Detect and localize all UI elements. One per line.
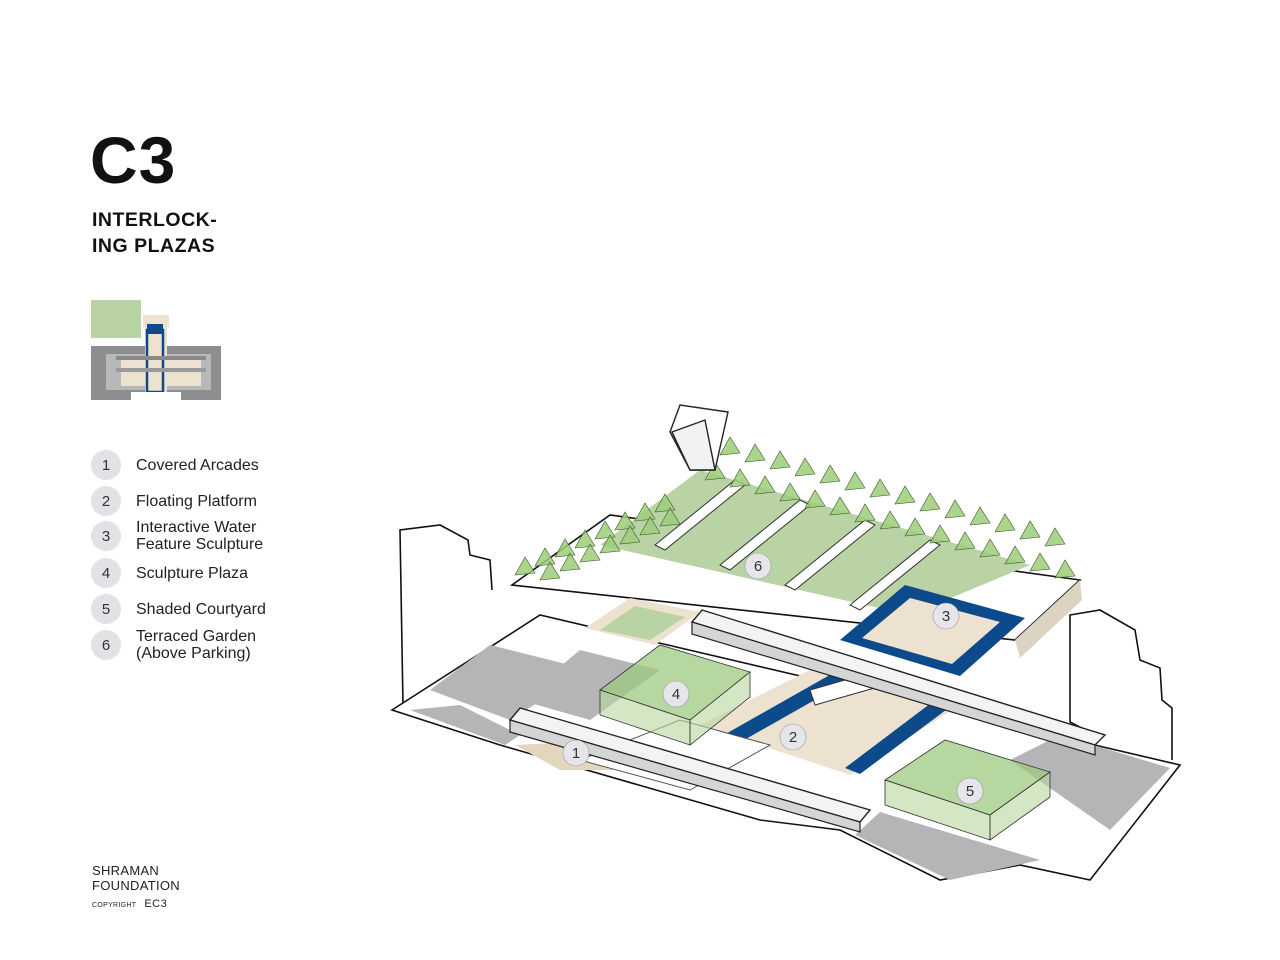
copyright-label: COPYRIGHT — [92, 902, 137, 909]
tree-rows — [514, 436, 1076, 581]
legend-label: Sculpture Plaza — [136, 565, 248, 582]
copyright-mark: EC3 — [144, 898, 168, 910]
legend-label-line: Floating Platform — [136, 492, 257, 510]
legend-number-badge: 1 — [91, 450, 121, 480]
legend-item-covered-arcades: 1 Covered Arcades — [90, 448, 259, 482]
marker-4-label: 4 — [672, 686, 680, 703]
page-title: INTERLOCK- ING PLAZAS — [92, 207, 217, 259]
legend-label: Covered Arcades — [136, 457, 259, 474]
marker-4: 4 — [662, 680, 690, 708]
org-name-line2: FOUNDATION — [92, 878, 180, 893]
marker-1: 1 — [562, 739, 590, 767]
legend-label-line: Interactive Water — [136, 519, 257, 536]
marker-2-label: 2 — [789, 729, 797, 746]
glass-pavilion — [669, 404, 729, 471]
legend: 1 Covered Arcades 2 Floating Platform 3 … — [90, 448, 350, 678]
legend-label-line: Feature Sculpture — [136, 536, 264, 553]
org-name-line1: SHRAMAN — [92, 863, 160, 878]
axonometric-site-diagram: 1 2 3 4 5 6 — [390, 404, 1182, 881]
page-code: C3 — [90, 123, 177, 197]
legend-item-terraced-garden: 6 Terraced Garden (Above Parking) — [90, 628, 256, 662]
legend-label: Terraced Garden (Above Parking) — [136, 628, 256, 662]
legend-label-line: Shaded Courtyard — [136, 600, 266, 618]
context-building-outlines — [399, 524, 1173, 760]
marker-6-label: 6 — [754, 558, 762, 575]
legend-label-line: Covered Arcades — [136, 456, 259, 474]
copyright-line: COPYRIGHT EC3 — [92, 898, 180, 910]
key-plan-thumbnail — [91, 300, 221, 400]
legend-number-badge: 6 — [91, 630, 121, 660]
legend-number-badge: 2 — [91, 486, 121, 516]
marker-5: 5 — [956, 777, 984, 805]
legend-item-water-feature: 3 Interactive Water Feature Sculpture — [90, 519, 263, 553]
marker-3-label: 3 — [942, 608, 950, 625]
shaded-courtyard-trellis — [884, 739, 1051, 841]
legend-number-badge: 3 — [91, 521, 121, 551]
page-title-line1: INTERLOCK- — [92, 209, 218, 231]
marker-6: 6 — [744, 552, 772, 580]
marker-3: 3 — [932, 602, 960, 630]
marker-1-label: 1 — [572, 745, 580, 762]
footer-credit: SHRAMAN FOUNDATION COPYRIGHT EC3 — [92, 863, 180, 910]
marker-5-label: 5 — [966, 783, 974, 800]
legend-label-line: Sculpture Plaza — [136, 564, 249, 582]
legend-number-badge: 5 — [91, 594, 121, 624]
legend-item-shaded-courtyard: 5 Shaded Courtyard — [90, 592, 266, 626]
covered-arcades — [508, 609, 1107, 833]
legend-label: Shaded Courtyard — [136, 601, 266, 618]
legend-item-sculpture-plaza: 4 Sculpture Plaza — [90, 556, 248, 590]
legend-label-line: (Above Parking) — [136, 645, 251, 662]
legend-label: Floating Platform — [136, 493, 257, 510]
marker-2: 2 — [779, 723, 807, 751]
legend-label-line: Terraced Garden — [136, 628, 257, 645]
page-title-line2: ING PLAZAS — [92, 235, 216, 257]
legend-item-floating-platform: 2 Floating Platform — [90, 484, 257, 518]
legend-label: Interactive Water Feature Sculpture — [136, 519, 263, 553]
legend-number-badge: 4 — [91, 558, 121, 588]
